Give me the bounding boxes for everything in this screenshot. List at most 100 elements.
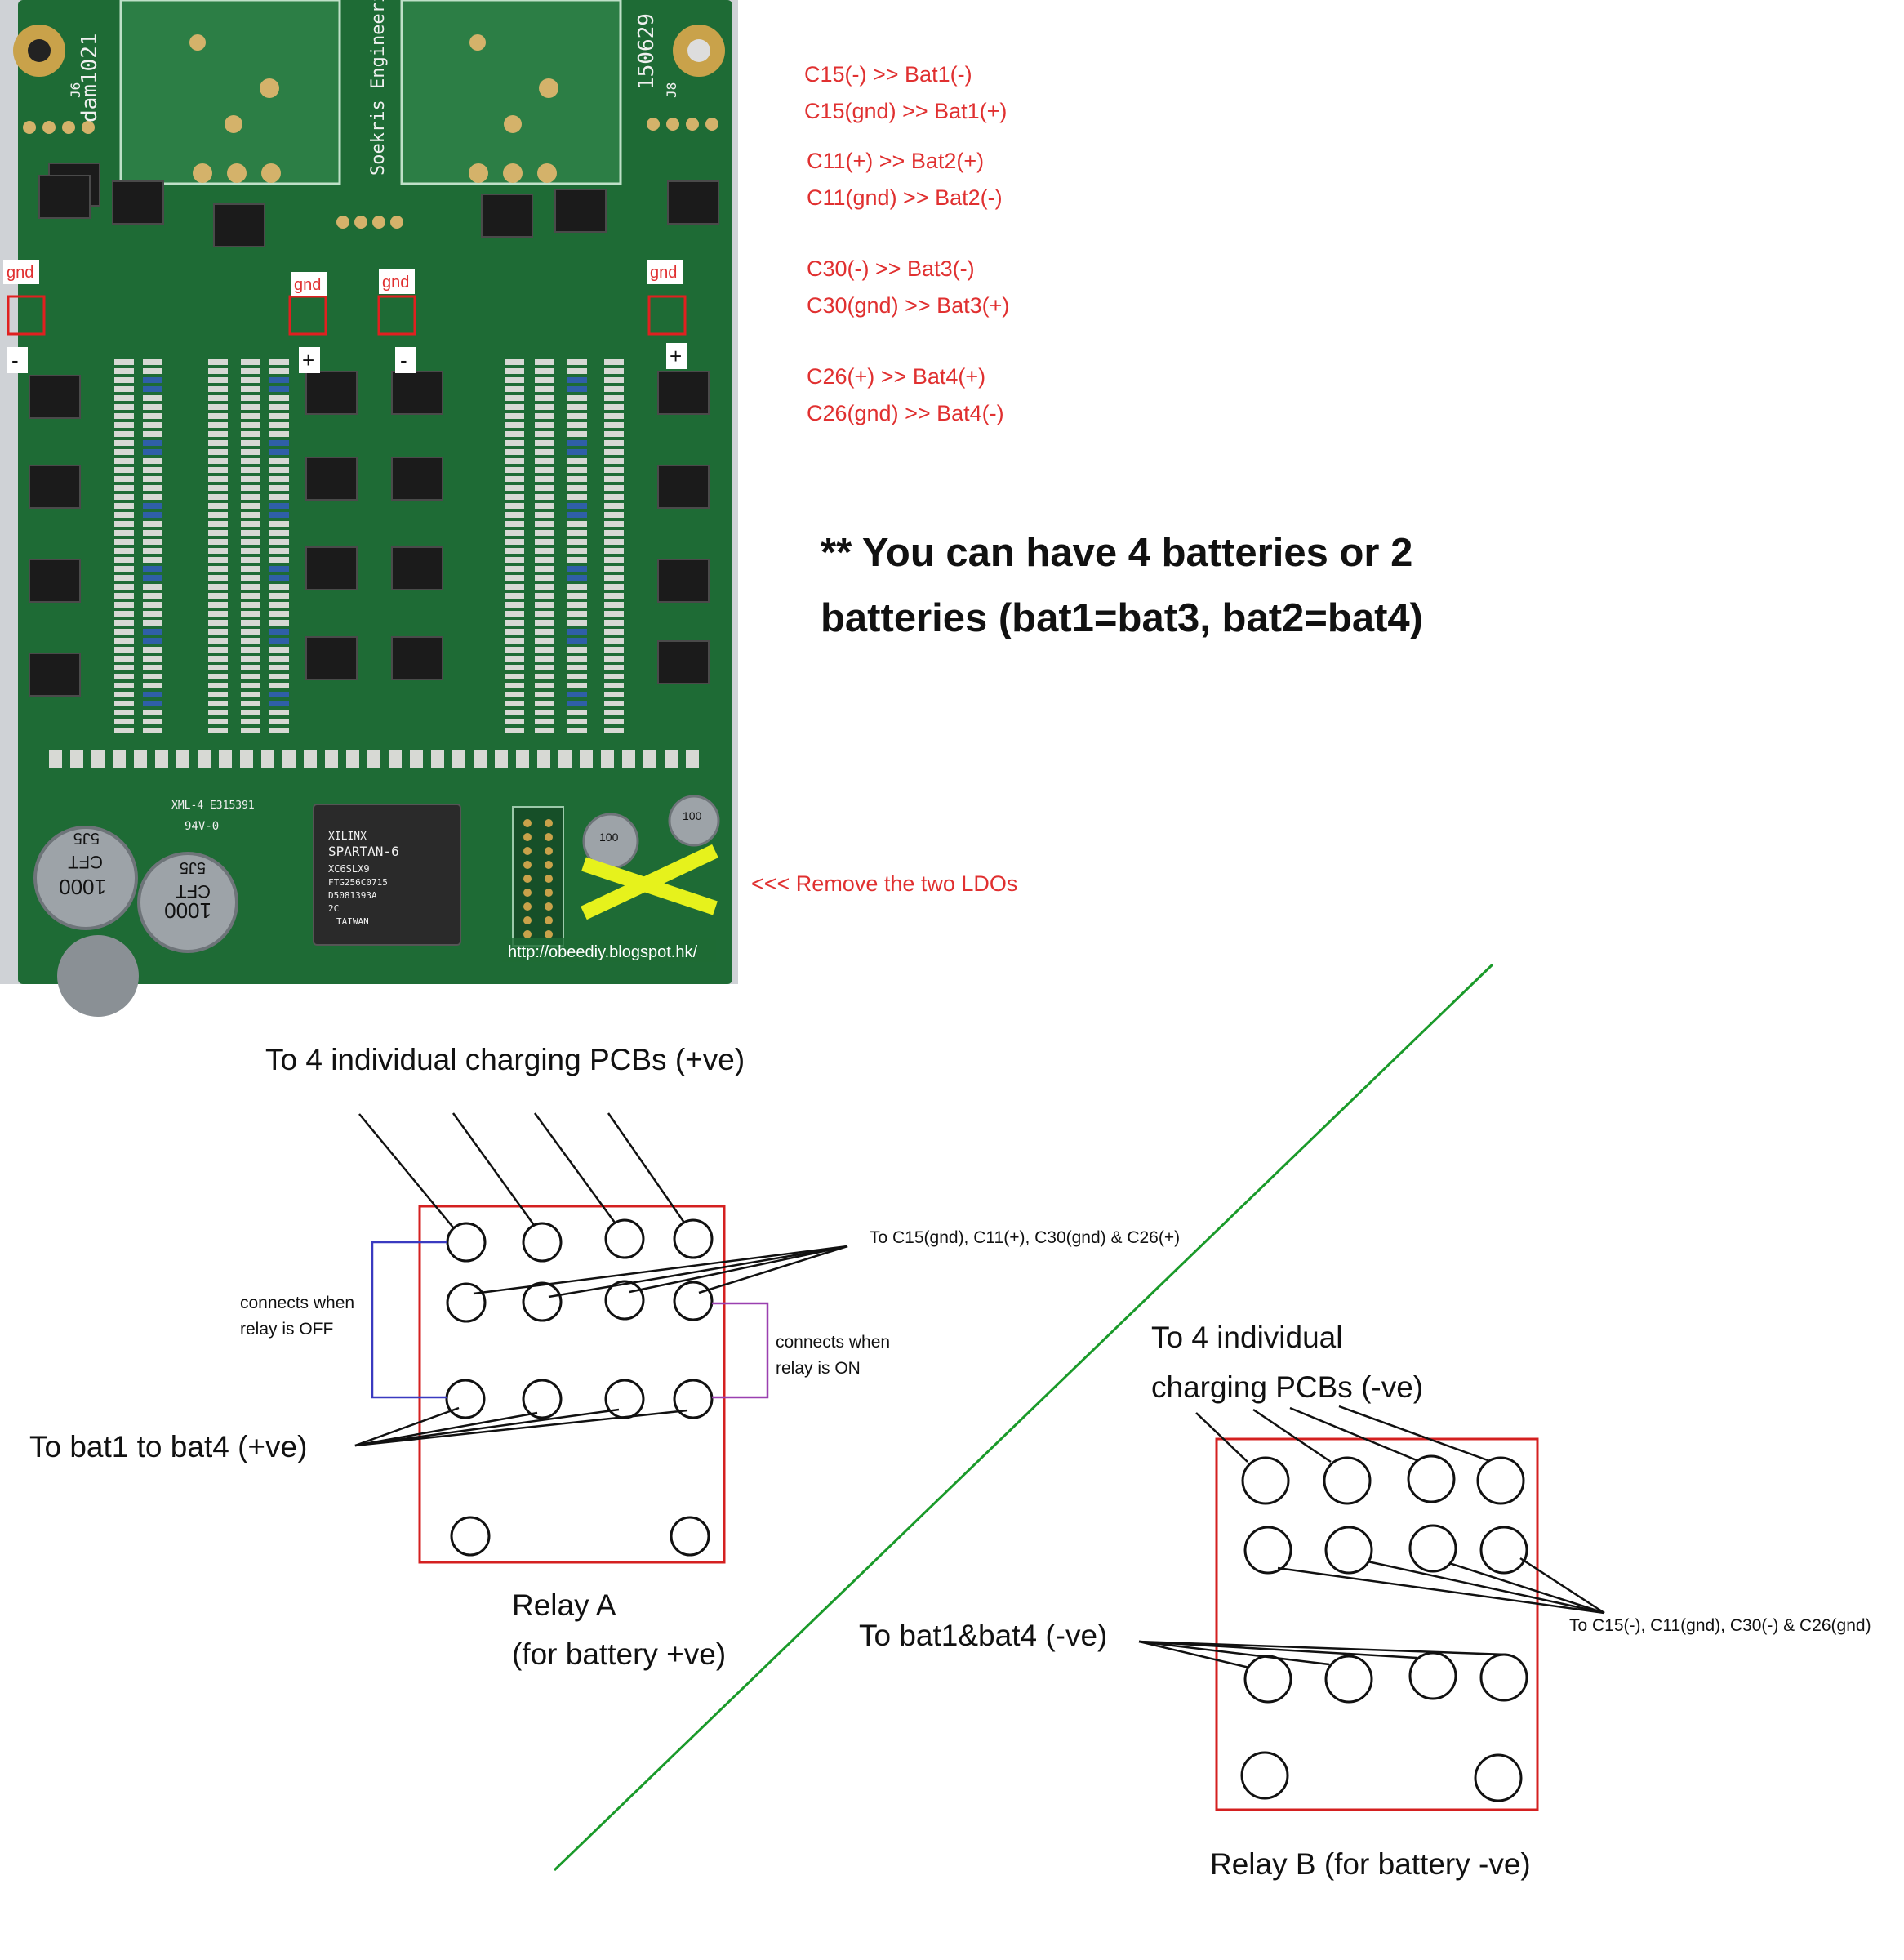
- ic-chip-9: [29, 559, 81, 603]
- ic-chip-22: [657, 640, 710, 684]
- ic-chip-12: [305, 457, 358, 501]
- polarity-label-group: [7, 343, 687, 373]
- ic-chip-6: [667, 180, 719, 225]
- connector-j6: J6: [68, 82, 83, 98]
- relay-a-top-label: To 4 individual charging PCBs (+ve): [265, 1043, 745, 1076]
- c26-box: [647, 295, 687, 336]
- electrolytic-capacitors: [33, 795, 720, 1017]
- fpga-family-text: SPARTAN-6: [328, 844, 399, 859]
- board-id-right: 150629: [634, 13, 659, 90]
- cap-series-left: CFT: [68, 852, 103, 872]
- mapping-list: C15(-) >> Bat1(-) C15(gnd) >> Bat1(+) C1…: [804, 62, 1009, 425]
- ic-chip-14: [305, 636, 358, 680]
- gnd-label-1: gnd: [7, 264, 33, 282]
- mapping-line-1: C15(-) >> Bat1(-): [804, 62, 972, 87]
- fab-id: XML-4 E315391: [171, 800, 255, 812]
- ic-chip-18: [391, 636, 443, 680]
- relay-b-pins: [1240, 1454, 1528, 1802]
- relay-b-wires: [1138, 1405, 1605, 1669]
- cap-series-right: CFT: [176, 881, 211, 902]
- mapping-line-5: C30(-) >> Bat3(-): [807, 256, 975, 281]
- mapping-line-7: C26(+) >> Bat4(+): [807, 364, 985, 389]
- ic-chip-17: [391, 546, 443, 590]
- ic-chip-7: [29, 375, 81, 419]
- board-silkscreen-text: dam1021 150629 Soekris Engineering J6 J8 94V-…: [68, 0, 679, 833]
- mapping-line-6: C30(gnd) >> Bat3(+): [807, 293, 1009, 318]
- relay-a-box: [418, 1205, 726, 1564]
- relay-a-diagram: To 4 individual charging PCBs (+ve) To C…: [29, 1043, 1180, 1671]
- relay-b-top-label-2: charging PCBs (-ve): [1151, 1370, 1423, 1404]
- resistor-columns: [49, 359, 699, 768]
- relay-b-box: [1215, 1437, 1539, 1811]
- ic-chip-21: [657, 559, 710, 603]
- fab-mark: 94V-0: [185, 820, 219, 833]
- polarity-label-1: -: [11, 348, 19, 372]
- cap-voltage-left: 5J5: [73, 829, 100, 847]
- relay-a-off-wire: [371, 1241, 447, 1399]
- ic-chip-15: [391, 371, 443, 415]
- relay-b-diagram: To 4 individual charging PCBs (-ve) To C…: [859, 1321, 1871, 1881]
- mapping-line-2: C15(gnd) >> Bat1(+): [804, 99, 1007, 123]
- connector-pads: [23, 34, 718, 229]
- relay-a-right-label: To C15(gnd), C11(+), C30(gnd) & C26(+): [870, 1228, 1180, 1247]
- watermark-url: http://obeediy.blogspot.hk/: [508, 943, 697, 961]
- ic-chip-10: [29, 653, 81, 697]
- relay-a-wires: [354, 1112, 848, 1447]
- gnd-label-2: gnd: [294, 276, 321, 294]
- note-line-2: batteries (bat1=bat3, bat2=bat4): [821, 596, 1423, 640]
- ic-chip-8: [29, 465, 81, 509]
- relay-a-caption-1: Relay A: [512, 1588, 616, 1622]
- relay-a-on-wire: [712, 1302, 769, 1399]
- fpga-code1-text: FTG256C0715: [328, 877, 388, 888]
- cap-marking-right: 1000: [164, 898, 211, 923]
- pcb-photo: dam1021 150629 Soekris Engineering J6 J8 94V-…: [0, 0, 738, 1017]
- gnd-label-4: gnd: [650, 264, 677, 282]
- ic-chip-20: [657, 465, 710, 509]
- gnd-label-group: [3, 260, 683, 296]
- board-maker: Soekris Engineering: [368, 0, 389, 176]
- ic-chip-5: [38, 175, 91, 219]
- relay-a-on-label-1: connects when: [776, 1333, 890, 1352]
- relay-a-off-label-2: relay is OFF: [240, 1320, 333, 1339]
- fpga-grade-text: 2C: [328, 903, 339, 914]
- ic-chip-0: [213, 203, 265, 247]
- small-cap-marking-2: 100: [683, 809, 702, 822]
- board-id-left: dam1021: [78, 33, 102, 122]
- mapping-line-4: C11(gnd) >> Bat2(-): [807, 185, 1003, 210]
- ic-field: [29, 163, 719, 697]
- polarity-label-3: -: [400, 348, 407, 372]
- ic-chip-3: [554, 189, 607, 233]
- c30-box: [377, 295, 416, 336]
- fpga-code2-text: D5081393A: [328, 890, 377, 901]
- ic-chip-19: [657, 371, 710, 415]
- ic-chip-13: [305, 546, 358, 590]
- silk-panel-right: [400, 0, 622, 185]
- relay-a-left-label: To bat1 to bat4 (+ve): [29, 1430, 307, 1463]
- relay-b-caption: Relay B (for battery -ve): [1210, 1847, 1531, 1881]
- green-divider-line: [553, 963, 1494, 1872]
- relay-b-left-label: To bat1&bat4 (-ve): [859, 1619, 1107, 1652]
- ic-chip-1: [112, 180, 164, 225]
- fpga-brand-text: XILINX: [328, 831, 367, 843]
- pin-header: [512, 806, 564, 947]
- fpga-origin-text: TAIWAN: [336, 916, 369, 927]
- ic-chip-11: [305, 371, 358, 415]
- relay-b-right-label: To C15(-), C11(gnd), C30(-) & C26(gnd): [1569, 1616, 1871, 1635]
- connector-j8: J8: [664, 82, 679, 98]
- polarity-label-2: +: [302, 348, 314, 372]
- pcb-board: [18, 0, 732, 984]
- note-line-1: ** You can have 4 batteries or 2: [821, 531, 1412, 575]
- remove-ldo-note: <<< Remove the two LDOs: [751, 871, 1017, 896]
- cap-marking-left: 1000: [59, 875, 106, 899]
- polarity-label-4: +: [670, 344, 682, 368]
- relay-a-pins: [445, 1218, 714, 1557]
- relay-a-on-label-2: relay is ON: [776, 1359, 861, 1378]
- fpga-chip: [313, 804, 461, 946]
- cap-voltage-right: 5J5: [180, 858, 206, 876]
- relay-a-caption-2: (for battery +ve): [512, 1637, 726, 1671]
- mapping-line-3: C11(+) >> Bat2(+): [807, 149, 984, 173]
- mapping-line-8: C26(gnd) >> Bat4(-): [807, 401, 1004, 425]
- c15-box: [7, 295, 46, 336]
- ic-chip-2: [481, 194, 533, 238]
